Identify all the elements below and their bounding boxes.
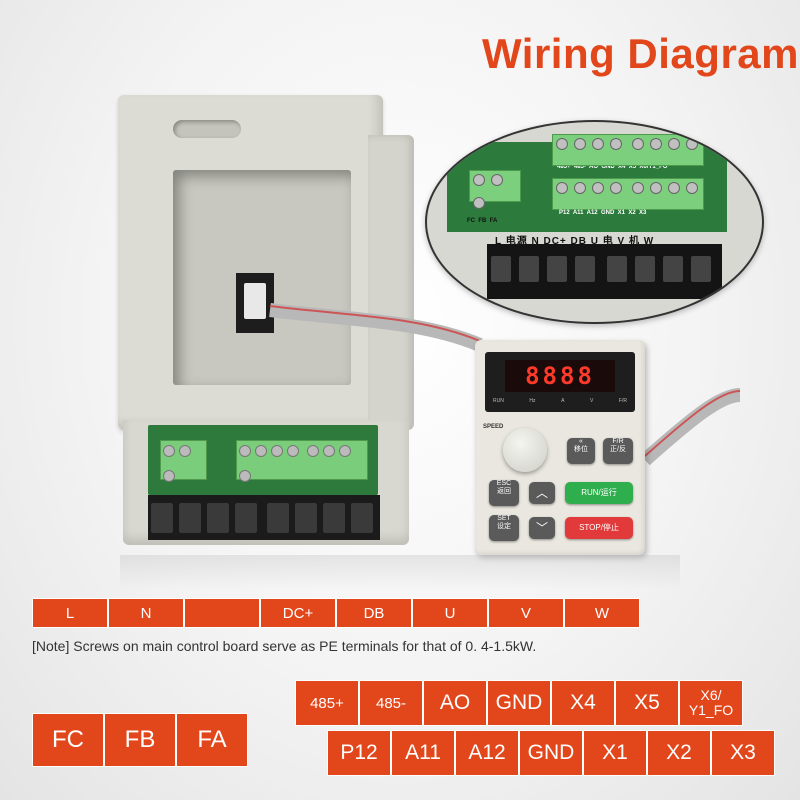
- terminal-label: DC+: [260, 598, 336, 628]
- relay-terminal-strip: FC FB FA: [32, 713, 248, 767]
- status-led-labels: RUN Hz A V F/R: [493, 398, 627, 404]
- terminal-label: X1: [583, 730, 647, 776]
- terminal-label: AO: [423, 680, 487, 726]
- terminal-label: DB: [336, 598, 412, 628]
- power-terminal-block: [148, 495, 380, 540]
- terminal-label: X4: [551, 680, 615, 726]
- esc-button[interactable]: ESC 返回: [489, 480, 519, 506]
- terminal-label: U: [412, 598, 488, 628]
- shift-button[interactable]: « 移位: [567, 438, 595, 464]
- closeup-bottom-terminal-row: [552, 178, 704, 210]
- terminal-label: L: [32, 598, 108, 628]
- run-button[interactable]: RUN/运行: [565, 482, 633, 504]
- mount-slot: [173, 120, 241, 138]
- terminal-label: X5: [615, 680, 679, 726]
- note-text: [Note] Screws on main control board serv…: [32, 638, 537, 654]
- display-frame: 8888 RUN Hz A V F/R: [485, 352, 635, 412]
- terminal-label: [184, 598, 260, 628]
- terminal-label: FB: [104, 713, 176, 767]
- terminal-label: A11: [391, 730, 455, 776]
- control-terminal-row-top: 485+ 485- AO GND X4 X5 X6/ Y1_FO: [295, 680, 743, 726]
- terminal-label: X6/ Y1_FO: [679, 680, 743, 726]
- terminal-label: N: [108, 598, 184, 628]
- led-display: 8888: [505, 360, 615, 392]
- closeup-power-block: [487, 244, 722, 299]
- floor-reflection: [120, 555, 680, 590]
- forward-reverse-button[interactable]: F/R 正/反: [603, 438, 633, 464]
- terminal-label: GND: [519, 730, 583, 776]
- terminal-label: 485+: [295, 680, 359, 726]
- terminal-label: A12: [455, 730, 519, 776]
- control-terminal-row-bottom: P12 A11 A12 GND X1 X2 X3: [327, 730, 775, 776]
- terminal-label: X3: [711, 730, 775, 776]
- terminal-label: P12: [327, 730, 391, 776]
- closeup-top-terminal-row: [552, 134, 704, 166]
- terminal-label: V: [488, 598, 564, 628]
- inverter-body: [118, 95, 414, 545]
- terminal-label: FC: [32, 713, 104, 767]
- connector-plug: [244, 283, 266, 319]
- closeup-relay-labels: FC FB FA: [467, 218, 498, 224]
- closeup-power-label: L 电源 N DC+ DB U 电 V 机 W: [495, 236, 655, 247]
- closeup-bottom-labels: P12 A11 A12 GND X1 X2 X3: [559, 210, 647, 216]
- speed-label: SPEED: [483, 424, 504, 430]
- keypad-panel: 8888 RUN Hz A V F/R SPEED « 移位 F/R 正/反 E…: [475, 340, 645, 555]
- speed-knob[interactable]: [503, 428, 547, 472]
- keypad-connector: [236, 273, 274, 333]
- relay-terminal-block: [160, 440, 207, 482]
- power-terminal-strip: L N DC+ DB U V W: [32, 598, 640, 628]
- page-title: Wiring Diagram: [482, 30, 799, 77]
- up-button[interactable]: ︿: [529, 482, 555, 504]
- terminal-label: W: [564, 598, 640, 628]
- stop-button[interactable]: STOP/停止: [565, 517, 633, 539]
- terminal-label: 485-: [359, 680, 423, 726]
- terminal-label: FA: [176, 713, 248, 767]
- inverter-side-panel: [368, 135, 414, 430]
- set-button[interactable]: SET 设定: [489, 515, 519, 541]
- terminal-label: GND: [487, 680, 551, 726]
- terminal-closeup-inset: FC FB FA 485+ 485- AO GND X4 X5 X6/Y1_FO…: [425, 120, 764, 324]
- down-button[interactable]: ﹀: [529, 517, 555, 539]
- closeup-relay-block: [469, 170, 521, 209]
- control-terminal-block: [236, 440, 368, 482]
- terminal-label: X2: [647, 730, 711, 776]
- closeup-top-labels: 485+ 485- AO GND X4 X5 X6/Y1_FO: [557, 164, 668, 170]
